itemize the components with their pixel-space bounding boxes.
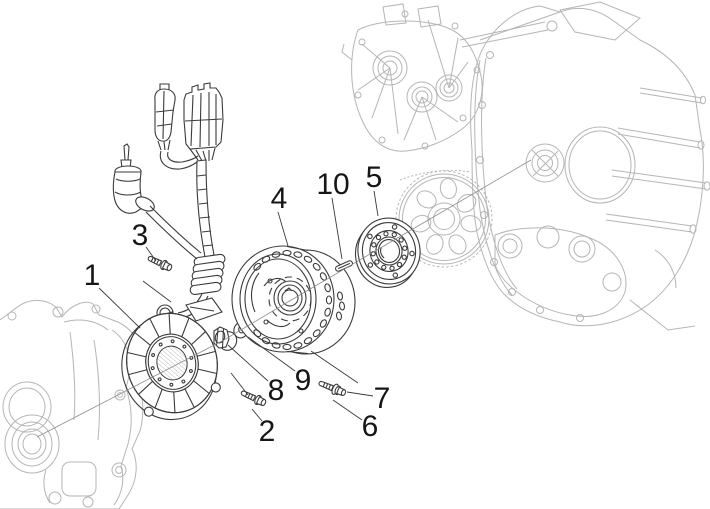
- wiring-harness: [112, 82, 226, 332]
- flange-nut: [213, 326, 238, 351]
- harness-boot: [177, 253, 226, 319]
- mount-line-bolt-2: [230, 372, 249, 396]
- axis-line: [36, 159, 532, 438]
- leader-9: [247, 336, 296, 372]
- mount-line-bolt-6: [310, 350, 359, 384]
- crankcase-drawing: [470, 1, 710, 331]
- leader-5: [373, 190, 379, 217]
- leader-6: [332, 399, 363, 421]
- callout-6: 6: [361, 410, 379, 443]
- callout-7: 7: [373, 382, 391, 415]
- flywheel: [231, 245, 356, 355]
- harness-sleeve: [196, 159, 215, 258]
- leader-lines: [98, 190, 379, 422]
- callout-10: 10: [316, 168, 350, 201]
- leader-7: [346, 391, 374, 397]
- callout-5: 5: [365, 161, 383, 194]
- connector-4pin: [183, 82, 224, 162]
- leader-3b: [142, 280, 172, 303]
- leader-3a: [145, 246, 157, 262]
- leader-8: [227, 344, 269, 382]
- stator: [121, 312, 221, 421]
- callout-3: 3: [131, 219, 149, 252]
- bolt-3: [147, 255, 173, 272]
- leader-2: [251, 408, 263, 422]
- callout-4: 4: [270, 182, 288, 215]
- callout-1: 1: [83, 259, 101, 292]
- leader-1: [98, 287, 141, 329]
- leader-10: [331, 197, 343, 260]
- bolt-2: [240, 390, 267, 407]
- leader-4: [277, 211, 289, 247]
- left-cover-drawing: [0, 299, 144, 509]
- callout-2: 2: [258, 415, 276, 448]
- callout-8: 8: [267, 374, 285, 407]
- bolt-6-with-washer-7: [318, 380, 347, 397]
- callout-9: 9: [294, 364, 312, 397]
- starter-clutch-flange: [354, 217, 421, 288]
- spark-plug-cap: [112, 143, 202, 260]
- gear-cover-drawing: [341, 3, 558, 152]
- connector-2pin: [154, 83, 199, 170]
